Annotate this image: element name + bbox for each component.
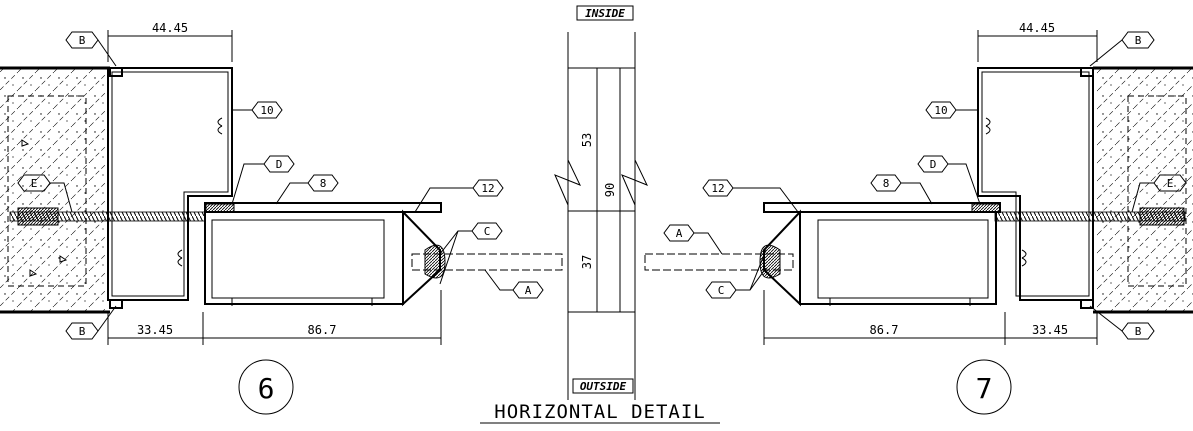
right-tag-b-bottom: B (1089, 305, 1155, 340)
right-wall-concrete (1097, 68, 1193, 312)
svg-text:12: 12 (481, 182, 494, 195)
right-frame-hook-lower (1021, 249, 1027, 267)
left-glass-panel-a (411, 253, 563, 271)
left-tag-10: 10 (232, 101, 283, 119)
svg-text:C: C (484, 225, 491, 238)
svg-text:D: D (930, 158, 937, 171)
right-bottom-large-dim: 86.7 (870, 323, 899, 337)
left-anchor-plug (17, 207, 59, 226)
right-bead-top (763, 202, 1001, 213)
right-tag-10: 10 (925, 101, 978, 119)
left-tag-c: C (439, 222, 503, 285)
svg-text:B: B (79, 325, 86, 338)
left-tag-12: 12 (414, 179, 504, 213)
left-frame-profile (107, 67, 233, 301)
left-bead-top (204, 202, 442, 213)
center-break-right (621, 159, 649, 206)
drawing-title: HORIZONTAL DETAIL (494, 401, 705, 423)
svg-text:B: B (1135, 34, 1142, 47)
left-tag-d: D (231, 155, 295, 205)
right-glass-seal-c (759, 244, 781, 279)
inside-label: INSIDE (585, 7, 625, 20)
center-break-left (554, 159, 582, 206)
left-frame-hook-lower (177, 249, 183, 267)
right-frame-hook-upper (985, 117, 991, 135)
center-lower-dim: 37 (580, 255, 594, 269)
right-anchor-plug (1139, 207, 1185, 226)
left-frame-clips (109, 67, 123, 309)
right-detail-circle (956, 359, 1012, 415)
left-detail-number: 6 (258, 372, 275, 405)
left-tag-8: 8 (275, 174, 339, 205)
right-frame-inner (981, 71, 1090, 297)
svg-text:B: B (79, 34, 86, 47)
left-frame-hook-upper (217, 117, 223, 135)
right-tag-a: A (663, 224, 723, 255)
outside-label-box (572, 378, 634, 394)
left-wall-block (7, 95, 87, 287)
left-sash-inner (211, 219, 385, 299)
left-detail: 44.45 33.45 86.7 B B 10 D E (0, 21, 563, 415)
left-wall-concrete (0, 68, 106, 312)
right-tag-8: 8 (870, 174, 933, 205)
center-upper-dim: 53 (580, 133, 594, 147)
svg-text:C: C (718, 284, 725, 297)
right-frame-clips (1080, 67, 1094, 309)
svg-text:E: E (31, 177, 38, 190)
left-gasket-d (205, 203, 235, 213)
right-bottom-small-dim: 33.45 (1032, 323, 1068, 337)
svg-text:10: 10 (260, 104, 273, 117)
left-concrete-marks (21, 139, 68, 277)
right-wall-block (1127, 95, 1187, 287)
svg-text:A: A (676, 227, 683, 240)
svg-text:D: D (276, 158, 283, 171)
svg-text:B: B (1135, 325, 1142, 338)
svg-text:10: 10 (934, 104, 947, 117)
right-tag-12: 12 (702, 179, 799, 213)
svg-text:E: E (1167, 177, 1174, 190)
left-tag-e: E (17, 174, 73, 213)
svg-text:8: 8 (320, 177, 327, 190)
svg-text:A: A (525, 284, 532, 297)
right-detail-number: 7 (976, 372, 993, 405)
right-glass-panel-a (644, 253, 794, 271)
right-tag-e: E (1131, 174, 1187, 213)
right-tag-d: D (917, 155, 981, 205)
right-detail: 44.45 86.7 33.45 B B 10 D E (644, 21, 1193, 415)
inside-label-box (576, 5, 634, 21)
right-top-dim: 44.45 (1019, 21, 1055, 35)
center-total-dim: 90 (603, 183, 617, 197)
left-tag-a: A (484, 269, 544, 299)
right-tag-b-top: B (1089, 31, 1155, 67)
left-tag-b-bottom: B (65, 305, 117, 340)
right-sash-inner (817, 219, 989, 299)
center-section: 53 37 90 INSIDE OUTSIDE HORIZONTAL DETAI… (480, 5, 720, 424)
left-detail-circle (238, 359, 294, 415)
right-sash-profile (799, 211, 997, 305)
left-bottom-large-dim: 86.7 (308, 323, 337, 337)
left-sash-profile (204, 211, 404, 305)
left-glass-seal-c (424, 244, 446, 279)
left-frame-inner (111, 71, 229, 297)
outside-label: OUTSIDE (580, 380, 627, 393)
right-tag-c: C (705, 249, 767, 299)
left-bottom-small-dim: 33.45 (137, 323, 173, 337)
right-gasket-d (971, 203, 1001, 213)
left-tag-b-top: B (65, 31, 117, 67)
svg-text:12: 12 (711, 182, 724, 195)
svg-text:8: 8 (883, 177, 890, 190)
left-top-dim: 44.45 (152, 21, 188, 35)
